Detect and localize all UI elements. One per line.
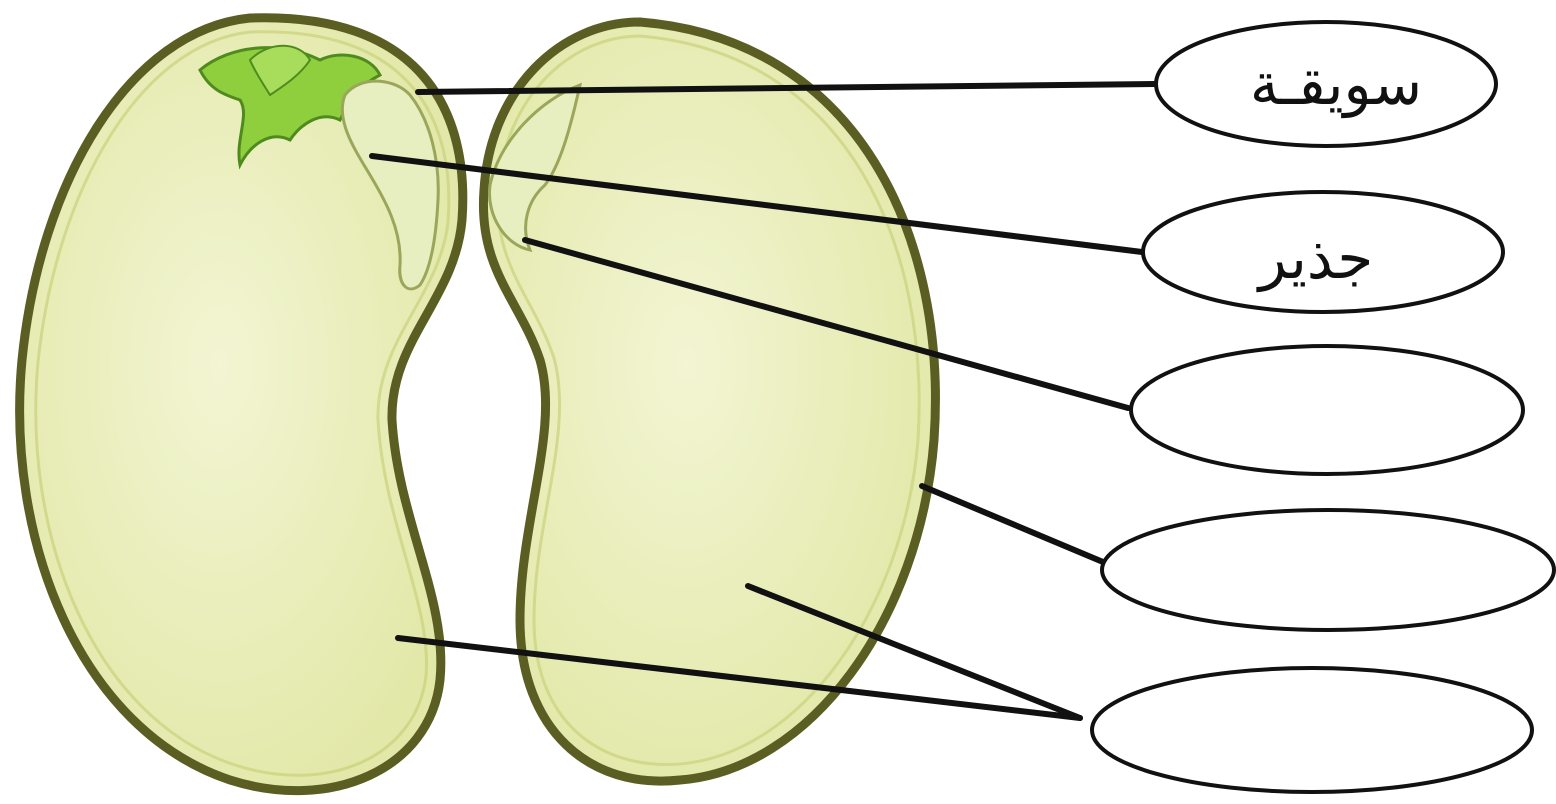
label-text-2: جذير xyxy=(1256,224,1373,293)
label-boxes xyxy=(1092,22,1554,792)
label-box-4[interactable] xyxy=(1102,510,1554,630)
leader-line-4 xyxy=(922,486,1103,562)
label-box-3[interactable] xyxy=(1131,346,1523,474)
label-text-1: سويقـة xyxy=(1250,50,1422,119)
label-box-5[interactable] xyxy=(1092,668,1532,792)
